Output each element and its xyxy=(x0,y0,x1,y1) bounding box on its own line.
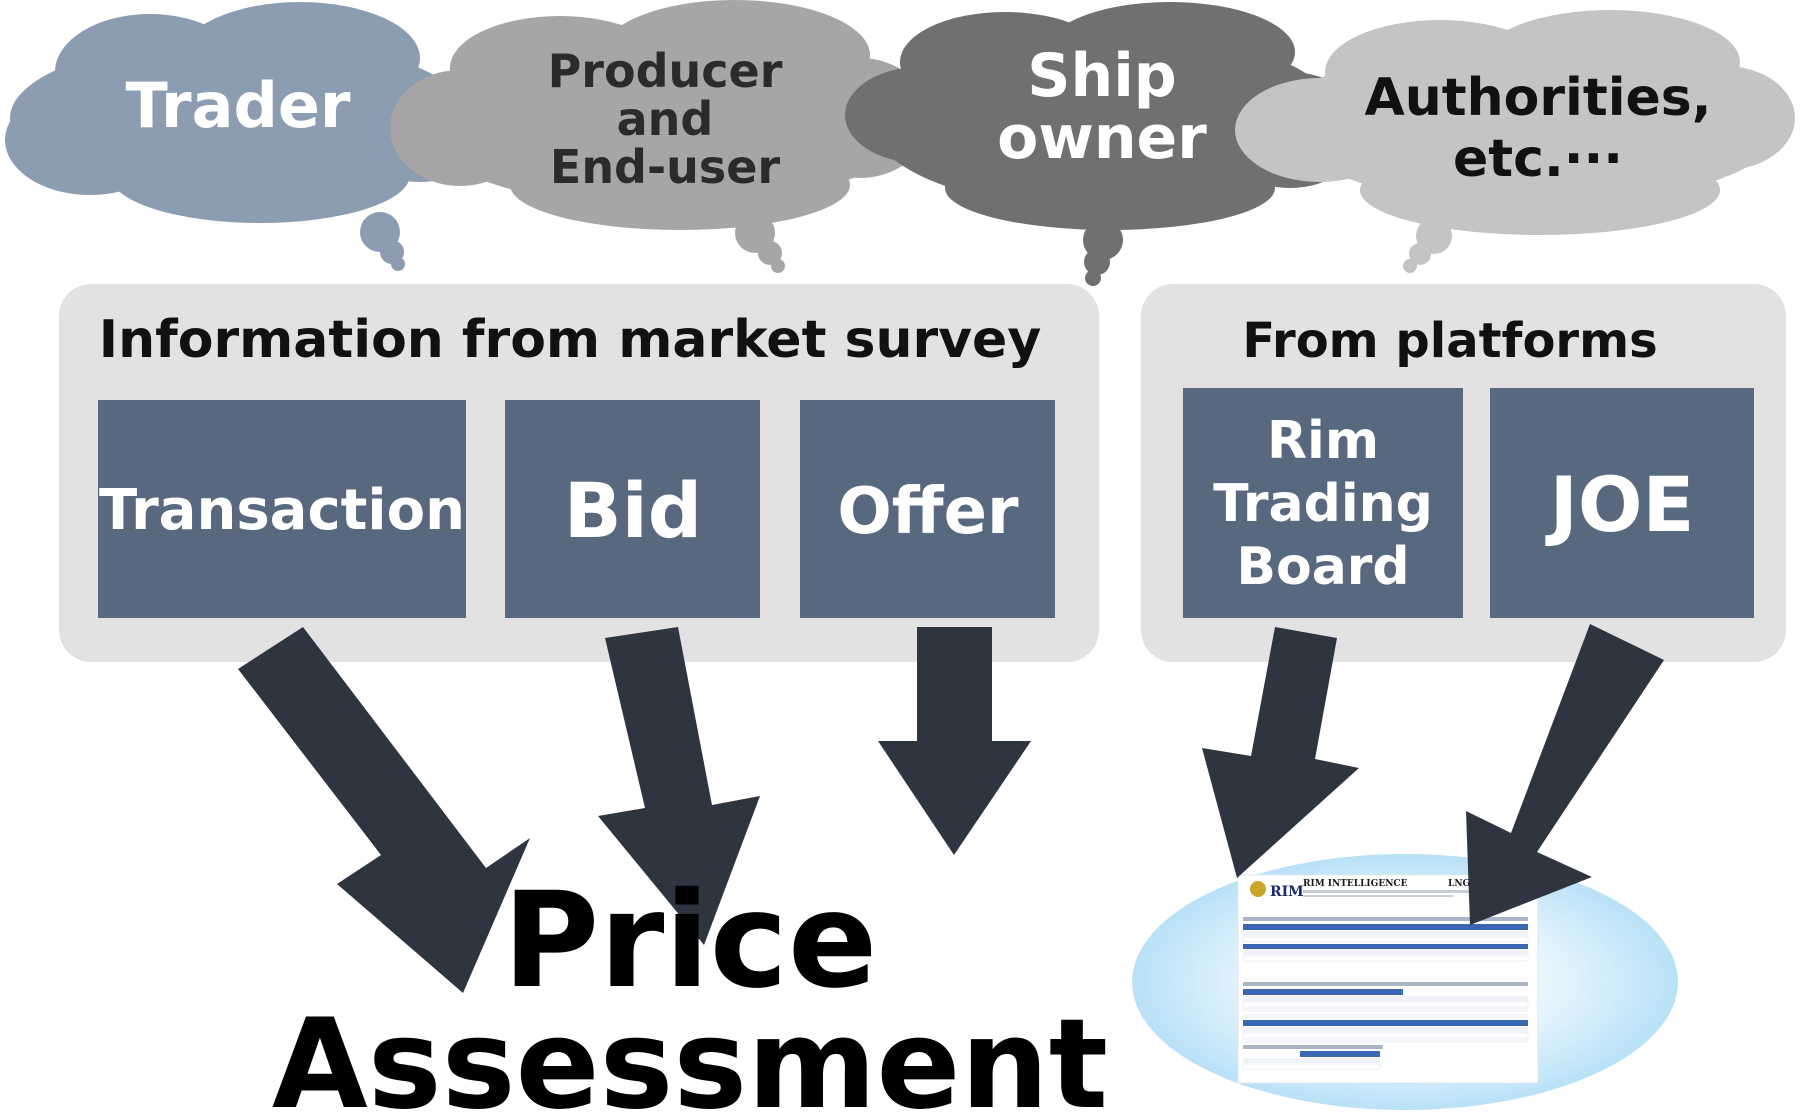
rim-label-line3: Board xyxy=(1236,537,1409,597)
authorities-label-line2: etc.··· xyxy=(1453,129,1623,189)
joe-label: JOE xyxy=(1545,460,1695,549)
authorities-cloud xyxy=(1235,10,1795,273)
report-logo: RIM xyxy=(1270,884,1304,900)
arrow-transaction xyxy=(238,627,530,993)
report-company: RIM INTELLIGENCE xyxy=(1303,879,1408,889)
bid-label: Bid xyxy=(564,466,702,555)
offer-box xyxy=(800,400,1055,618)
ship-owner-label-line1: Ship xyxy=(1027,41,1176,111)
producer-label-line3: End-user xyxy=(550,140,781,194)
platforms-title: From platforms xyxy=(1242,313,1657,369)
price-assessment-line2: Assessment xyxy=(272,993,1108,1119)
arrow-rim xyxy=(1202,627,1359,878)
bid-box xyxy=(505,400,760,618)
rim-label-line2: Trading xyxy=(1213,474,1433,534)
report-company-suffix: LNG xyxy=(1448,879,1470,889)
rim-label-line1: Rim xyxy=(1267,411,1379,471)
transaction-box xyxy=(98,400,466,618)
arrow-bid xyxy=(598,627,760,945)
rim-trading-board-box xyxy=(1183,388,1463,618)
market-survey-title: Information from market survey xyxy=(99,310,1041,370)
authorities-label-line1: Authorities, xyxy=(1365,68,1712,128)
rim-logo-icon xyxy=(1250,881,1266,897)
trader-label: Trader xyxy=(126,69,351,142)
trader-cloud xyxy=(5,2,490,271)
transaction-label: Transaction xyxy=(99,478,465,543)
price-assessment-line1: Price xyxy=(503,864,878,1018)
joe-box xyxy=(1490,388,1754,618)
producer-label-line2: and xyxy=(617,92,714,146)
arrow-joe xyxy=(1466,624,1664,925)
offer-label: Offer xyxy=(837,475,1019,549)
producer-cloud xyxy=(390,0,930,273)
ship-owner-label-line2: owner xyxy=(997,103,1207,173)
producer-label-line1: Producer xyxy=(548,44,783,98)
arrow-offer xyxy=(878,627,1031,855)
